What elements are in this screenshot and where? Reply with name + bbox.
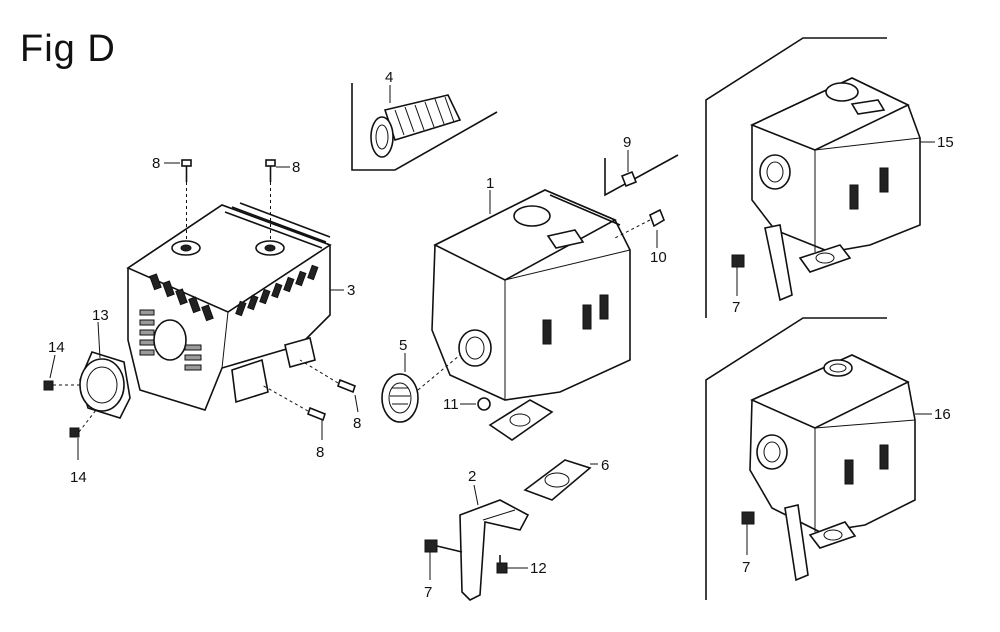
callout-10: 10 [650,249,667,266]
callout-6: 6 [601,457,609,474]
callout-5: 5 [399,337,407,354]
muffler-stay-part [424,499,530,601]
callout-2: 2 [468,468,476,485]
muffler-assembly-alt-1-part [705,37,921,318]
callout-8a: 8 [152,155,160,172]
callout-15: 15 [937,134,954,151]
bolt-part [181,159,356,422]
callout-16: 16 [934,406,951,423]
callout-8d: 8 [316,444,324,461]
callout-9: 9 [623,134,631,151]
leader-lines [49,85,935,580]
callout-13: 13 [92,307,109,324]
muffler-cap-part [43,351,131,438]
callout-12: 12 [530,560,547,577]
callout-14b: 14 [70,469,87,486]
callout-8c: 8 [353,415,361,432]
callout-7c: 7 [742,559,750,576]
muffler-body-part [431,189,631,441]
callout-1: 1 [486,175,494,192]
callout-11: 11 [443,396,459,413]
gasket-part [523,459,592,501]
callout-4: 4 [385,69,393,86]
callout-labels: 1 2 3 4 5 6 7 7 7 8 8 8 8 9 10 11 12 13 … [48,69,954,601]
callout-14a: 14 [48,339,65,356]
bolt-part [477,154,679,411]
muffler-joint-part [381,354,461,423]
figure-title: Fig D [20,28,116,70]
callout-8b: 8 [292,159,300,176]
muffler-protector-part [126,202,332,411]
spark-arrester-screen-part [351,83,498,171]
callout-7b: 7 [732,299,740,316]
muffler-assembly-alt-2-part [705,317,916,600]
callout-3: 3 [347,282,355,299]
callout-7a: 7 [424,584,432,601]
